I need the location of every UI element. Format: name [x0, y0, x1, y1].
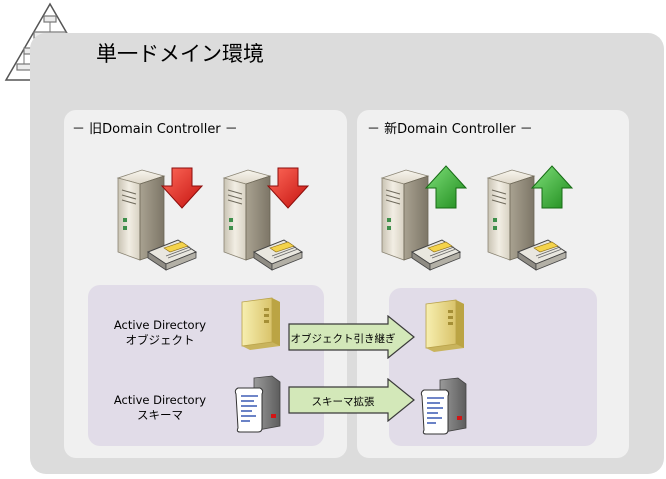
domain-controller-server	[214, 160, 314, 284]
new-dc-title: － 新Domain Controller －	[367, 122, 533, 137]
green-up-arrow-icon	[424, 165, 468, 209]
domain-controller-server	[108, 160, 208, 284]
page-title: 単一ドメイン環境	[96, 42, 264, 66]
green-up-arrow-icon	[530, 165, 574, 209]
ad-objects-icon	[241, 297, 280, 350]
ad-schema-icon	[420, 377, 467, 435]
object-transfer-arrow	[288, 315, 415, 359]
old-dc-title: － 旧Domain Controller －	[72, 122, 238, 137]
object-transfer-label: オブジェクト引き継ぎ	[290, 333, 396, 345]
red-down-arrow-icon	[160, 167, 204, 209]
schema-extend-label: スキーマ拡張	[311, 396, 375, 408]
server-tower-icon	[380, 165, 468, 271]
domain-controller-server	[478, 160, 578, 284]
server-tower-icon	[222, 167, 310, 271]
schema-label: Active Directory スキーマ	[113, 393, 207, 422]
disk-drive-icon	[252, 239, 304, 271]
disk-drive-icon	[410, 239, 462, 271]
red-down-arrow-icon	[266, 167, 310, 209]
old-ad-area	[88, 285, 324, 446]
schema-extend-arrow	[288, 378, 415, 422]
ad-objects-icon	[425, 299, 464, 352]
ad-schema-icon	[234, 375, 281, 433]
domain-controller-server	[372, 160, 472, 284]
disk-drive-icon	[146, 239, 198, 271]
objects-label: Active Directory オブジェクト	[113, 318, 207, 347]
server-tower-icon	[486, 165, 574, 271]
server-tower-icon	[116, 167, 204, 271]
disk-drive-icon	[516, 239, 568, 271]
